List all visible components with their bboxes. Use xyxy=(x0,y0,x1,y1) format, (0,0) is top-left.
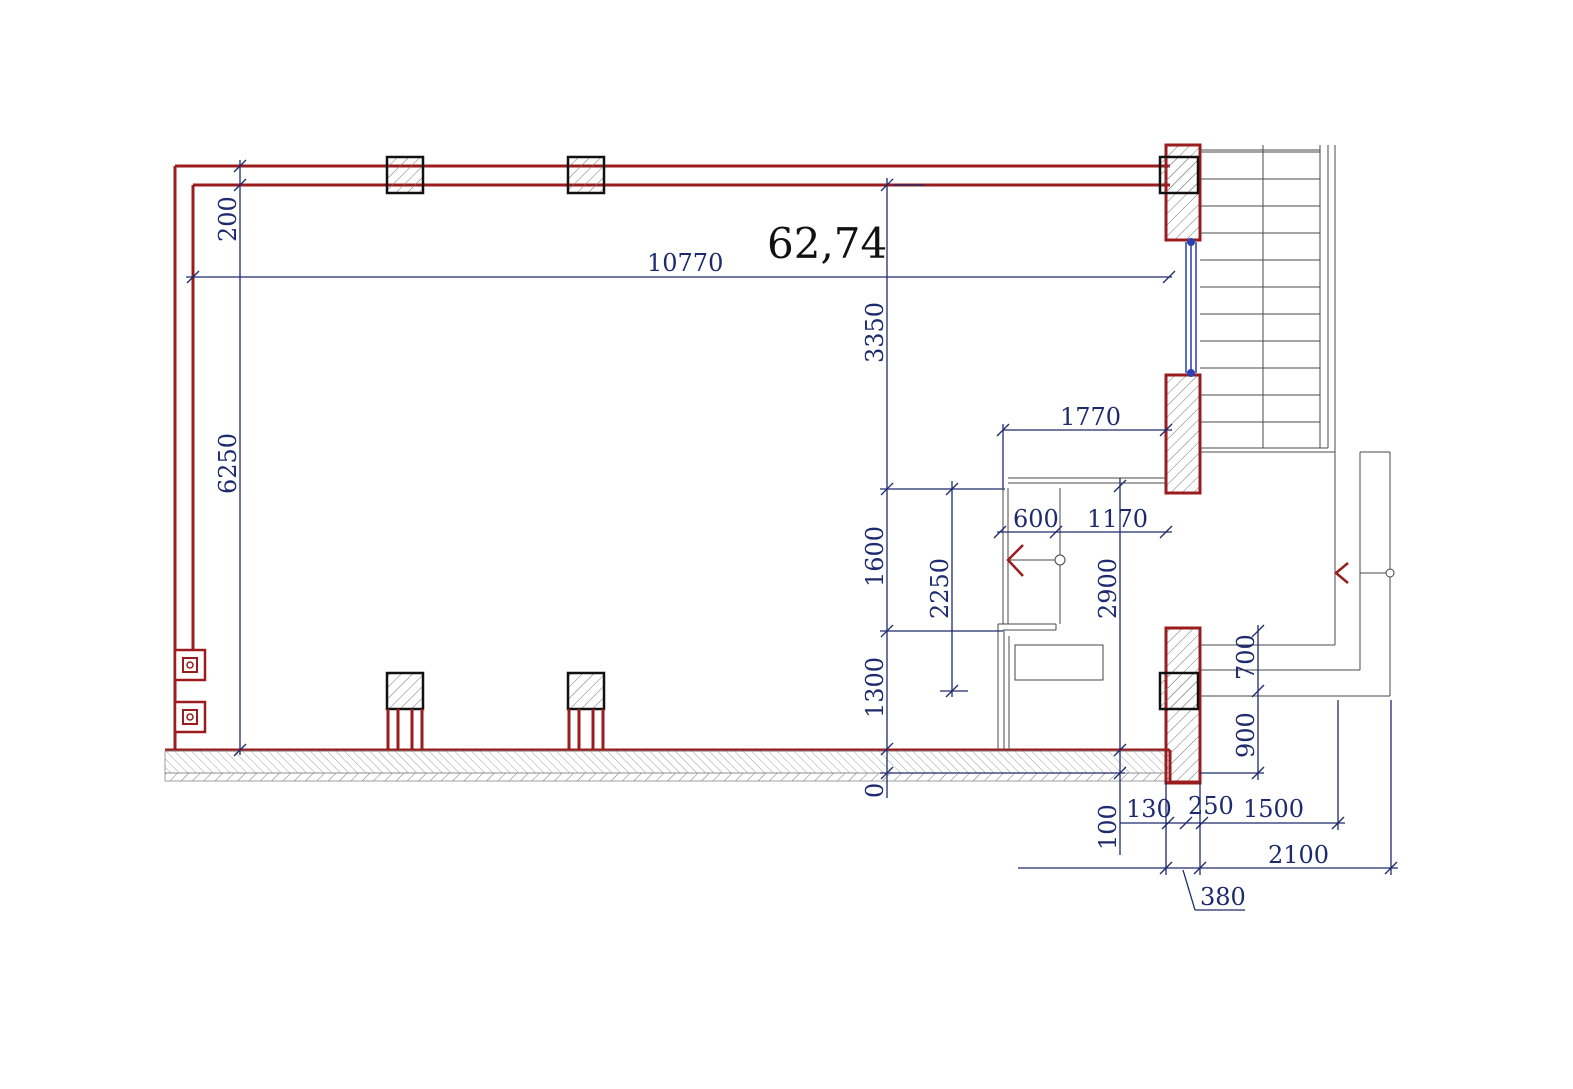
dim-baseline-zero: 0 xyxy=(861,783,889,798)
bathroom-partitions xyxy=(997,477,1166,750)
staircase xyxy=(1200,145,1395,697)
area-label: 62,74 xyxy=(767,219,887,268)
dim-bath-height: 2900 xyxy=(1094,558,1122,619)
dim-balcony-2100: 2100 xyxy=(1268,841,1329,869)
dim-bathroom-width: 1770 xyxy=(1060,403,1121,431)
dim-bathroom-inner: 1170 xyxy=(1087,505,1148,533)
dim-room-width: 10770 xyxy=(647,249,723,277)
columns xyxy=(385,155,1200,750)
window xyxy=(1185,238,1197,377)
dimension-labels: 62,74 10770 200 6250 3350 1600 1300 0 17… xyxy=(214,196,1329,911)
dim-sill-gap: 100 xyxy=(1094,804,1122,850)
dim-balcony-1500: 1500 xyxy=(1243,795,1304,823)
dim-top-wall: 200 xyxy=(214,196,242,242)
dim-wall-130: 130 xyxy=(1126,795,1172,823)
dim-stair-900: 900 xyxy=(1232,712,1260,758)
exterior-walls xyxy=(164,143,1202,785)
dim-bath-depth: 2250 xyxy=(926,558,954,619)
vent-duct-icon xyxy=(173,648,207,734)
dimension-lines xyxy=(186,159,1398,911)
dim-wall-250: 250 xyxy=(1188,792,1234,820)
dim-lower-segment: 1300 xyxy=(861,657,889,718)
dim-stair-700: 700 xyxy=(1232,634,1260,680)
dim-middle-segment: 1600 xyxy=(861,526,889,587)
dim-wall-380: 380 xyxy=(1200,883,1246,911)
dim-room-height: 6250 xyxy=(214,433,242,494)
dim-door-offset: 600 xyxy=(1013,505,1059,533)
dim-upper-segment: 3350 xyxy=(861,302,889,363)
